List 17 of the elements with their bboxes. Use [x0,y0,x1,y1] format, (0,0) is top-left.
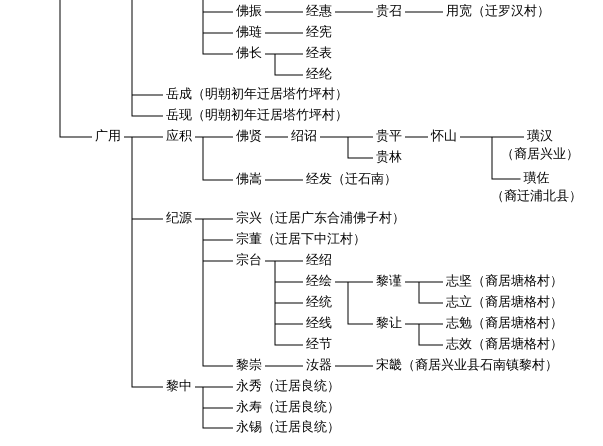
tree-connector [264,32,304,34]
tree-connector [264,136,288,138]
tree-connector [404,136,428,138]
tree-connector [264,260,304,346]
tree-connector [404,282,444,304]
tree-connector [124,136,164,388]
tree-connector [460,136,521,180]
tree-connector [334,282,374,324]
tree-connector [264,54,304,76]
tree-connector [320,136,374,158]
tree-connector [404,324,444,346]
tree-connector [194,218,234,366]
tree-connector [202,0,234,54]
tree-connector [194,136,234,180]
tree-connector [132,0,164,116]
tree-connector [60,0,92,138]
tree-connector [194,386,234,428]
